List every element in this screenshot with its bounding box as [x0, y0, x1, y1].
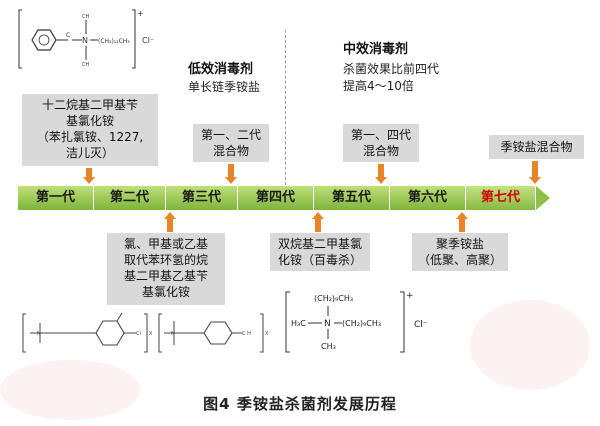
gen2-structure-alkyl-anion: X⁻	[265, 331, 270, 337]
gen5-arrow	[375, 164, 387, 184]
timeline-arrow-tip	[536, 186, 550, 210]
svg-text:N: N	[37, 331, 41, 337]
timeline-gen1: 第一代	[18, 186, 94, 210]
svg-text:C: C	[66, 32, 70, 39]
didecyl-top-group: (CH₂)₉CH₃	[314, 294, 353, 303]
mid-efficacy-line-2: 提高4～10倍	[343, 79, 414, 93]
low-efficacy-title: 低效消毒剂	[188, 62, 254, 77]
gen3-desc-line: 混合物	[212, 144, 249, 158]
gen5-desc-line: 混合物	[362, 144, 399, 158]
gen3-arrow	[225, 164, 237, 184]
gen1-description-box: 十二烷基二甲基苄 基氯化铵 （苯扎氯铵、1227, 洁儿灭）	[22, 94, 158, 166]
gen2-desc-line: 氯、甲基或乙基	[123, 237, 208, 251]
gen2-structure-anion: X⁻	[149, 331, 152, 337]
didecyl-charge: +	[406, 291, 414, 301]
figure-caption: 图4 季铵盐杀菌剂发展历程	[203, 395, 397, 413]
timeline-gen5: 第五代	[314, 186, 390, 210]
gen2-structure-substituted: N Cl X⁻	[22, 312, 152, 353]
gen1-desc-line: （苯扎氯铵、1227,	[36, 130, 144, 144]
svg-text:CH: CH	[82, 62, 89, 68]
gen2-desc-line: 基二甲基乙基苄	[123, 269, 208, 283]
svg-text:N: N	[324, 319, 331, 329]
gen3-description-box: 第一、二代 混合物	[193, 124, 269, 162]
timeline-gen4: 第四代	[238, 186, 314, 210]
svg-text:N: N	[171, 331, 175, 337]
gen4-description-box: 双烷基二甲基氯 化铵（百毒杀）	[270, 233, 370, 271]
gen6-description-box: 聚季铵盐 （低聚、高聚）	[412, 233, 508, 271]
gen1-desc-line: 十二烷基二甲基苄	[41, 98, 138, 112]
gen1-desc-line: 基氯化铵	[65, 114, 114, 128]
gen4-structure-didecyl: (CH₂)₉CH₃ H₃C N (CH₂)₉CH₃ CH₃ + Cl⁻	[285, 291, 428, 353]
timeline-gen6: 第六代	[390, 186, 466, 210]
gen6-desc-line: （低聚、高聚）	[417, 253, 502, 267]
gen3-desc-line: 第一、二代	[200, 128, 261, 142]
timeline-gen7: 第七代	[466, 186, 536, 210]
timeline-gen3: 第三代	[166, 186, 238, 210]
mid-efficacy-line-1: 杀菌效果比前四代	[343, 62, 440, 76]
efficacy-divider	[285, 30, 286, 190]
benzalkonium-charge: +	[137, 9, 144, 18]
gen4-desc-line: 双烷基二甲基氯	[277, 237, 362, 251]
svg-text:CH: CH	[82, 14, 89, 20]
svg-text:Cl: Cl	[136, 331, 141, 337]
mid-efficacy-desc: 杀菌效果比前四代 提高4～10倍	[343, 61, 439, 95]
gen1-desc-line: 洁儿灭）	[65, 146, 114, 160]
generation-timeline: 第一代 第二代 第三代 第四代 第五代 第六代 第七代	[18, 186, 578, 210]
didecyl-right-group: (CH₂)₉CH₃	[342, 319, 381, 328]
gen1-arrow	[83, 168, 95, 184]
didecyl-anion: Cl⁻	[414, 320, 428, 330]
gen5-desc-line: 第一、四代	[350, 128, 411, 142]
gen7-description-box: 季铵盐混合物	[489, 135, 584, 159]
gen5-description-box: 第一、四代 混合物	[343, 124, 419, 162]
gen2-structure-alkyl: N C H X⁻	[158, 313, 270, 353]
svg-text:N: N	[82, 36, 88, 45]
gen2-desc-line: 取代苯环氢的烷	[123, 253, 208, 267]
benzalkonium-chain-label: (CH₂)₁₁CH₃	[98, 38, 130, 45]
svg-text:C H: C H	[242, 331, 251, 337]
gen2-description-box: 氯、甲基或乙基 取代苯环氢的烷 基二甲基乙基苄 基氯化铵	[107, 233, 225, 305]
gen2-desc-line: 基氯化铵	[141, 285, 190, 299]
gen2-arrow	[164, 212, 176, 232]
gen4-desc-line: 化铵（百毒杀）	[277, 253, 362, 267]
low-efficacy-desc: 单长链季铵盐	[188, 80, 261, 94]
benzalkonium-structure: C N CH CH (CH₂)₁₁CH₃ + Cl⁻	[18, 9, 154, 69]
didecyl-bottom-group: CH₃	[321, 342, 336, 351]
benzalkonium-anion: Cl⁻	[142, 36, 154, 45]
gen7-arrow	[529, 161, 541, 184]
gen6-desc-line: 聚季铵盐	[435, 237, 484, 251]
gen4-arrow	[312, 212, 324, 232]
gen6-arrow	[456, 212, 468, 232]
mid-efficacy-title: 中效消毒剂	[343, 42, 409, 57]
didecyl-left-group: H₃C	[291, 319, 306, 328]
timeline-gen2: 第二代	[94, 186, 166, 210]
gen7-desc-line: 季铵盐混合物	[500, 140, 573, 154]
